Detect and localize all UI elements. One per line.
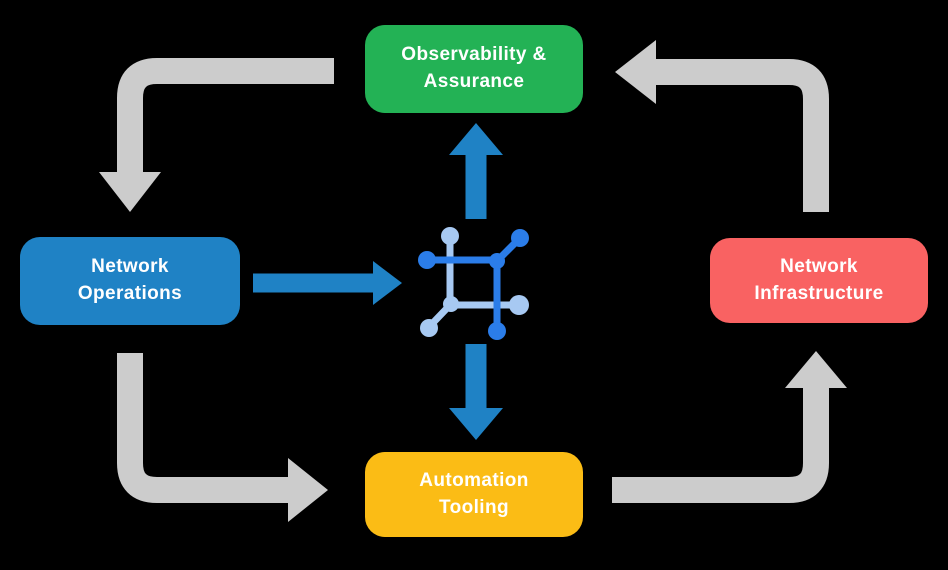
icon-bottom-left-outer-node [420, 319, 438, 337]
gray-arrow-shaft [117, 353, 288, 503]
gray-arrow-operations-to-automation [117, 353, 328, 522]
blue-arrow-center-to-observability [449, 123, 503, 219]
gray-arrow-shaft [612, 387, 829, 503]
blue-arrow-operations-to-center [253, 261, 402, 305]
gray-arrowhead-down-icon [99, 172, 161, 212]
network-infrastructure-box: Network Infrastructure [710, 238, 928, 323]
blue-arrowhead-right-icon [373, 261, 402, 305]
observability-assurance-label: Observability & Assurance [401, 44, 547, 92]
icon-right-node [509, 295, 529, 315]
gray-arrow-observability-to-operations [99, 58, 334, 212]
network-operations-label: Network Operations [77, 256, 183, 304]
observability-assurance-box: Observability & Assurance [365, 25, 583, 113]
gray-arrowhead-right-icon [288, 458, 328, 522]
blue-arrowhead-down-icon [449, 408, 503, 440]
network-operations-box: Network Operations [20, 237, 240, 325]
blue-arrowhead-up-icon [449, 123, 503, 155]
network-mesh-icon-dark-layer [418, 229, 529, 340]
network-mesh-icon [418, 227, 529, 340]
icon-bottom-left-junction-node [443, 296, 459, 312]
gray-arrowhead-left-icon [615, 40, 656, 104]
icon-top-right-junction-node [489, 253, 505, 269]
network-mesh-icon-light-layer [420, 227, 529, 337]
automation-tooling-box: Automation Tooling [365, 452, 583, 537]
blue-arrow-center-to-automation [449, 344, 503, 440]
icon-left-node [418, 251, 436, 269]
gray-arrow-shaft [656, 59, 829, 212]
gray-arrow-infrastructure-to-observability [615, 40, 829, 212]
gray-arrowhead-up-icon [785, 351, 847, 388]
icon-top-node [441, 227, 459, 245]
automation-tooling-label: Automation Tooling [419, 469, 529, 518]
icon-top-right-outer-node [511, 229, 529, 247]
network-infrastructure-label: Network Infrastructure [754, 255, 884, 304]
gray-arrow-shaft [117, 58, 334, 172]
icon-bottom-node [488, 322, 506, 340]
gray-arrow-automation-to-infrastructure [612, 351, 847, 503]
